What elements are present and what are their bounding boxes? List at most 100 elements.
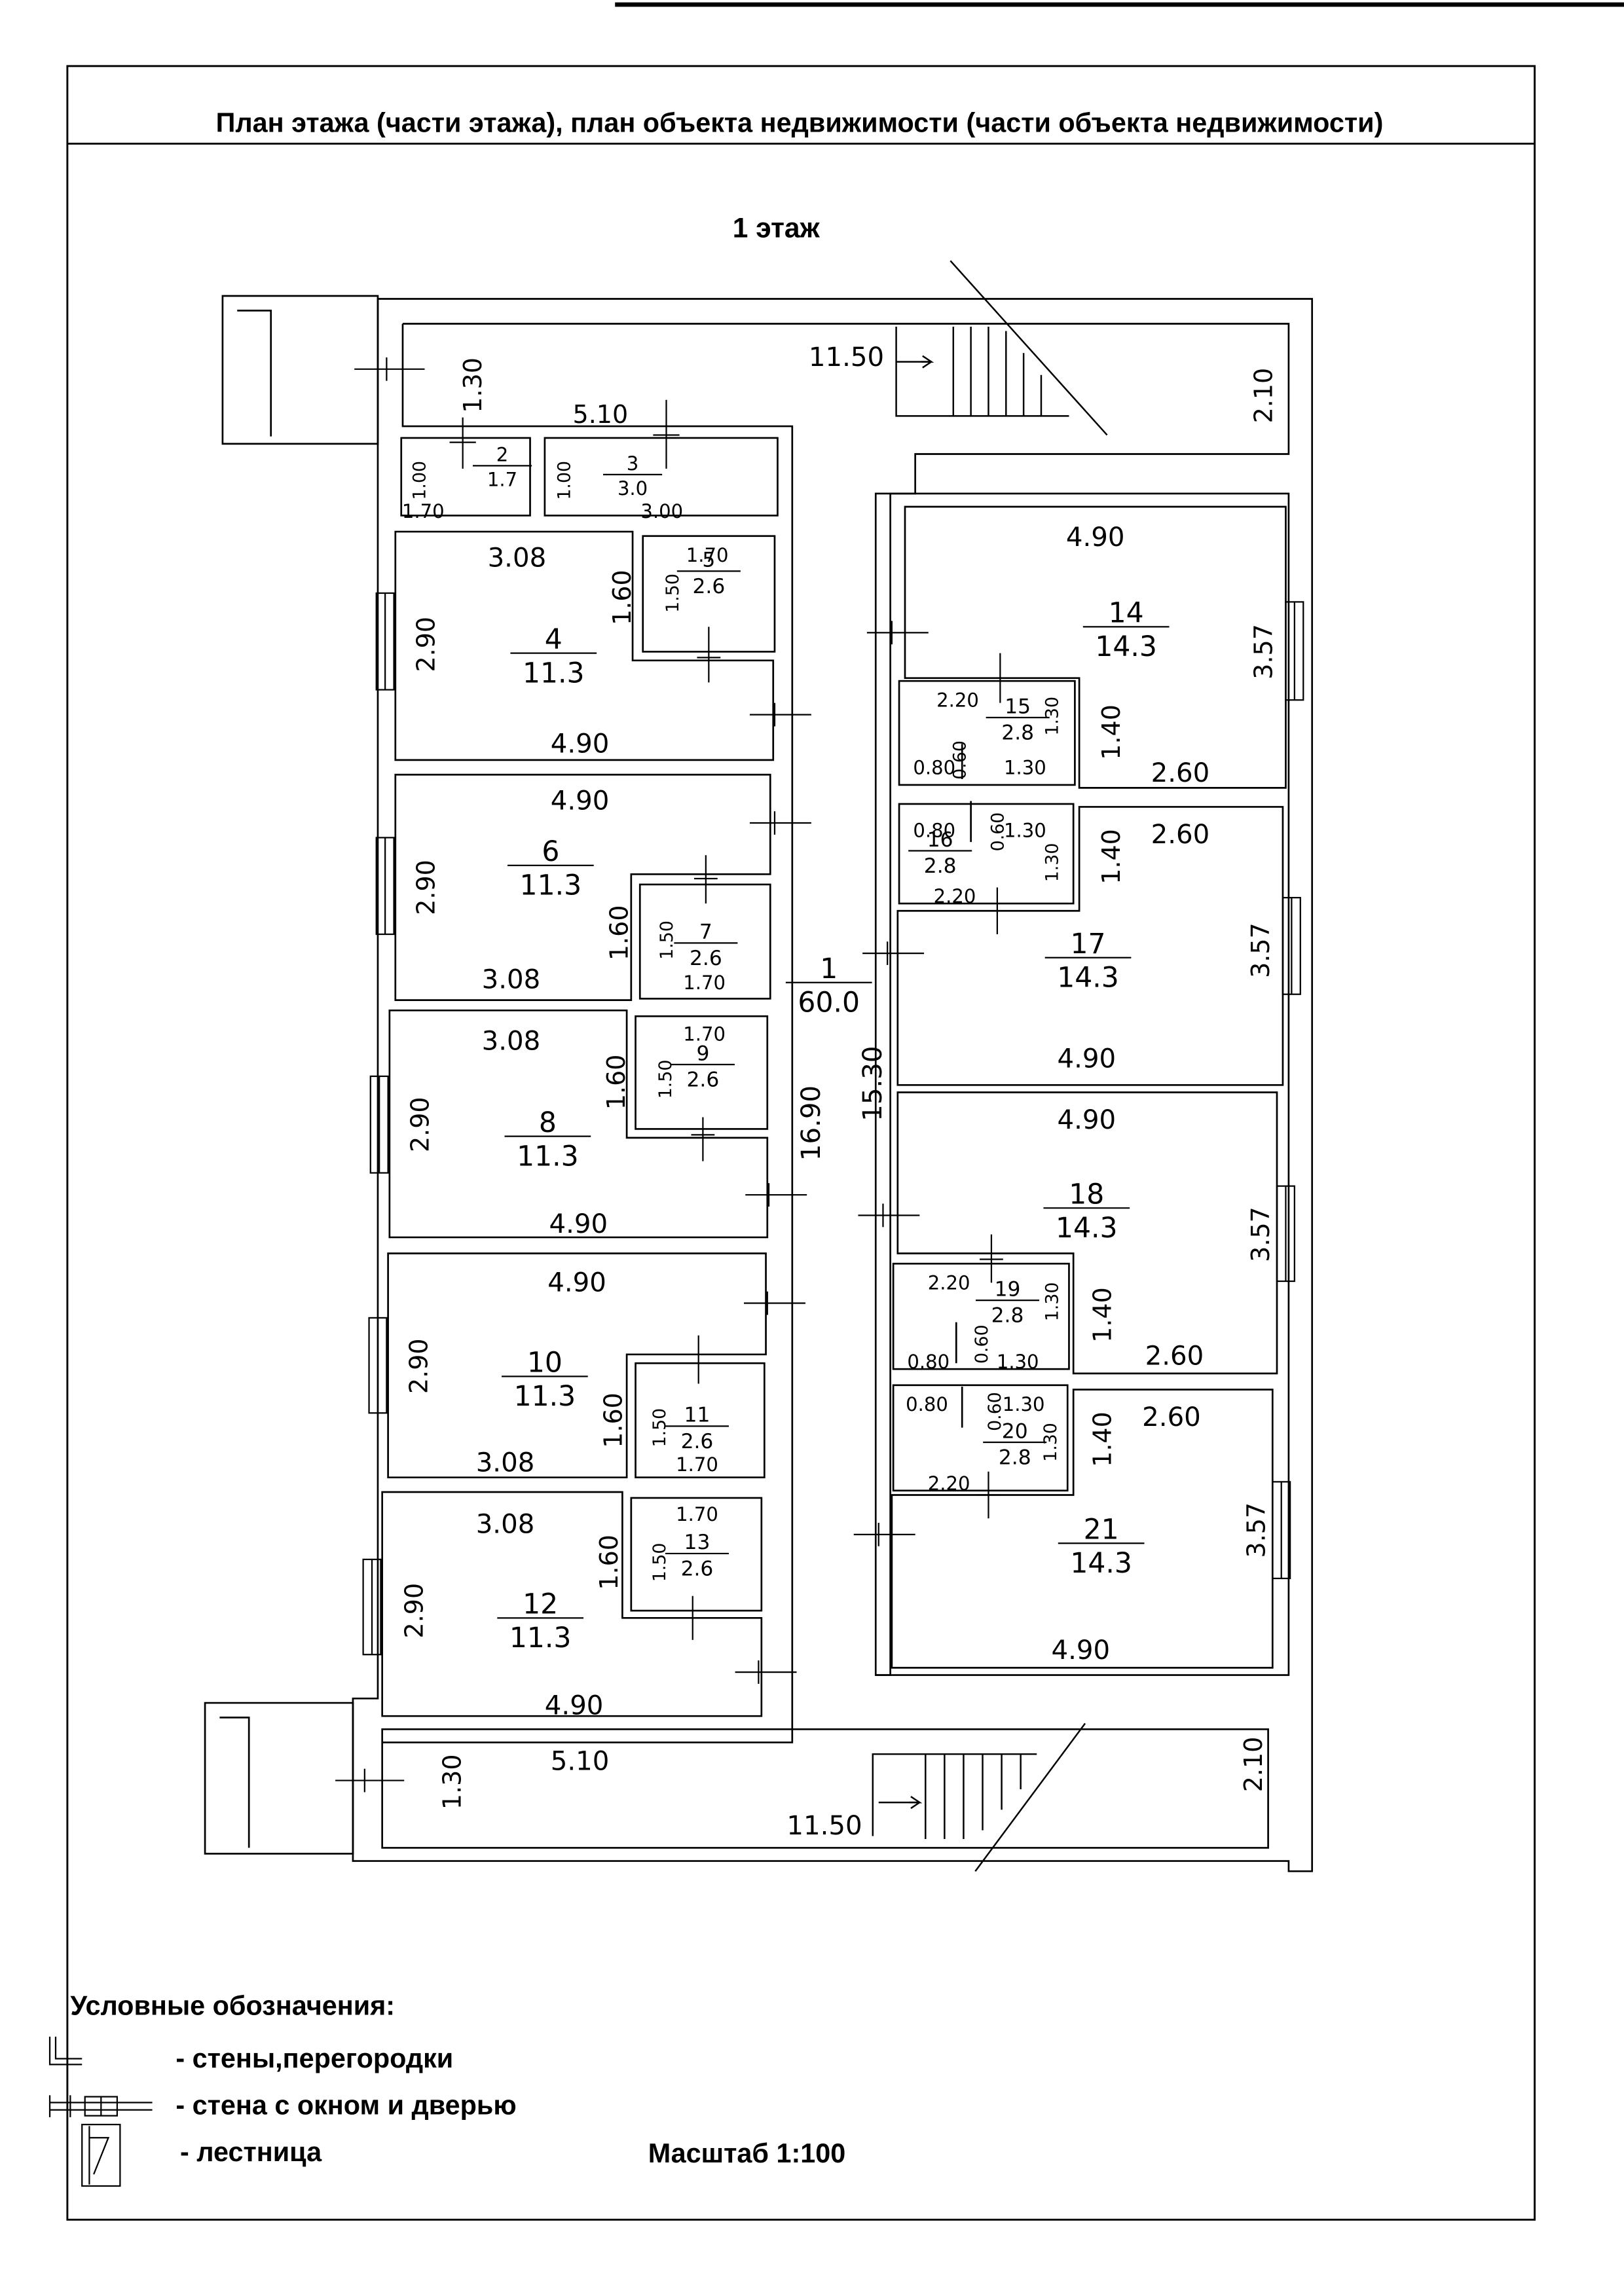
dimension-label: 1.40 xyxy=(1097,829,1126,884)
room-number: 20 xyxy=(1002,1419,1028,1443)
room-number: 4 xyxy=(545,624,563,656)
dimension-label: 2.60 xyxy=(1151,758,1210,788)
dimension-label: 2.20 xyxy=(934,885,976,907)
dimension-label: 1.60 xyxy=(605,905,634,960)
dimension-label: 2.20 xyxy=(928,1271,970,1294)
room-area: 2.6 xyxy=(692,575,725,598)
dimension-label: 0.80 xyxy=(907,1351,950,1373)
dimension-label: 2.20 xyxy=(936,689,979,711)
room-6-label: 611.3 xyxy=(507,836,594,902)
dimension-label: 3.57 xyxy=(1242,1503,1270,1558)
legend-item-window-door: - стена с окном и дверью xyxy=(175,2090,516,2120)
room-number: 13 xyxy=(684,1531,710,1554)
dimension-label: 2.90 xyxy=(404,1338,433,1394)
stair-bottom-icon xyxy=(872,1722,1086,1872)
dimension-label: 1.70 xyxy=(686,544,729,566)
room-area: 11.3 xyxy=(509,1622,572,1654)
dimension-label: 16.90 xyxy=(796,1085,826,1161)
room-number: 21 xyxy=(1084,1514,1119,1546)
room-area: 2.6 xyxy=(690,947,722,970)
room-3-label: 33.0 xyxy=(602,452,663,500)
legend-item-stairs: - лестница xyxy=(180,2137,322,2167)
room-area: 2.8 xyxy=(999,1446,1031,1470)
room-16-outline xyxy=(898,803,1075,905)
room-area: 14.3 xyxy=(1057,962,1119,994)
legend-title: Условные обозначения: xyxy=(70,1990,395,2020)
dimension-label: 1.00 xyxy=(409,461,430,500)
porches xyxy=(204,295,379,1855)
dimension-label: 4.90 xyxy=(551,786,610,816)
room-2-outline xyxy=(400,437,531,517)
dimension-label: 1.30 xyxy=(1004,756,1046,778)
dimension-label: 5.10 xyxy=(573,400,629,429)
room-19-label: 192.8 xyxy=(976,1277,1040,1328)
room-6-outline xyxy=(394,773,771,1001)
dimension-label: 2.90 xyxy=(400,1583,429,1639)
dimension-label: 2.60 xyxy=(1142,1402,1201,1432)
dimension-label: 1.40 xyxy=(1088,1412,1117,1467)
window-room-10-icon xyxy=(368,1317,388,1414)
dimension-labels: 11.502.101.305.101.001.701.003.003.081.6… xyxy=(400,342,1278,1841)
room-area: 14.3 xyxy=(1070,1548,1132,1580)
page-title: План этажа (части этажа), план объекта н… xyxy=(216,108,1384,138)
room-number: 9 xyxy=(696,1042,709,1065)
room-area: 11.3 xyxy=(523,657,585,689)
room-number: 6 xyxy=(542,836,559,868)
window-symbols xyxy=(362,592,1304,1656)
dimension-label: 1.60 xyxy=(595,1535,623,1590)
dimension-label: 1.60 xyxy=(599,1393,628,1448)
dimension-label: 1.30 xyxy=(997,1351,1039,1373)
window-room-21-icon xyxy=(1272,1481,1291,1580)
dimension-label: 4.90 xyxy=(547,1267,606,1298)
dimension-label: 1.50 xyxy=(655,1060,676,1099)
dimension-label: 1.70 xyxy=(402,500,445,522)
room-7-label: 72.6 xyxy=(674,920,738,970)
dimension-label: 4.90 xyxy=(1052,1635,1111,1666)
room-area: 2.8 xyxy=(1001,721,1034,745)
room-8-label: 811.3 xyxy=(504,1107,591,1173)
room-number: 18 xyxy=(1069,1178,1104,1211)
dimension-label: 0.80 xyxy=(906,1393,948,1415)
dimension-label: 1.70 xyxy=(676,1503,718,1525)
room-area: 1.7 xyxy=(487,469,517,491)
dimension-label: 2.60 xyxy=(1145,1341,1204,1371)
room-11-label: 112.6 xyxy=(665,1404,729,1453)
dimension-label: 15.30 xyxy=(858,1046,888,1121)
room-1-label: 160.0 xyxy=(785,953,872,1019)
dimension-label: 1.30 xyxy=(1042,697,1062,736)
room-18-outline xyxy=(896,1091,1278,1375)
room-area: 2.6 xyxy=(687,1068,720,1092)
dimension-label: 2.20 xyxy=(928,1472,970,1495)
room-4-outline xyxy=(394,530,775,761)
scale-label: Масштаб 1:100 xyxy=(648,2138,846,2168)
dimension-label: 1.70 xyxy=(683,1023,726,1045)
dimension-label: 0.60 xyxy=(950,740,970,780)
dimension-label: 1.30 xyxy=(1041,1423,1061,1462)
room-number: 3 xyxy=(627,452,639,475)
dimension-label: 1.50 xyxy=(663,574,683,613)
dimension-label: 1.30 xyxy=(1042,843,1062,883)
room-12-outline xyxy=(381,1491,763,1717)
room-area: 2.6 xyxy=(681,1430,714,1453)
room-area: 11.3 xyxy=(520,870,582,902)
window-room-6-icon xyxy=(375,837,395,936)
walls xyxy=(352,298,1314,1872)
dimension-label: 1.60 xyxy=(602,1055,631,1110)
window-room-12-icon xyxy=(362,1558,382,1656)
dimension-label: 1.50 xyxy=(657,920,677,960)
dimension-label: 1.30 xyxy=(458,357,487,413)
room-number: 5 xyxy=(702,549,715,572)
dimension-label: 0.60 xyxy=(988,812,1008,852)
room-20-outline xyxy=(892,1384,1069,1492)
dimension-label: 0.60 xyxy=(985,1392,1005,1431)
room-20-label: 202.8 xyxy=(983,1419,1047,1470)
dimension-label: 1.70 xyxy=(676,1453,718,1476)
room-number: 8 xyxy=(539,1107,557,1139)
dimension-label: 1.30 xyxy=(1042,1282,1062,1321)
dimension-label: 3.08 xyxy=(476,1448,535,1478)
dimension-label: 4.90 xyxy=(545,1691,604,1721)
room-area: 14.3 xyxy=(1095,631,1157,663)
dimension-label: 5.10 xyxy=(551,1747,610,1777)
window-room-18-icon xyxy=(1276,1185,1295,1283)
